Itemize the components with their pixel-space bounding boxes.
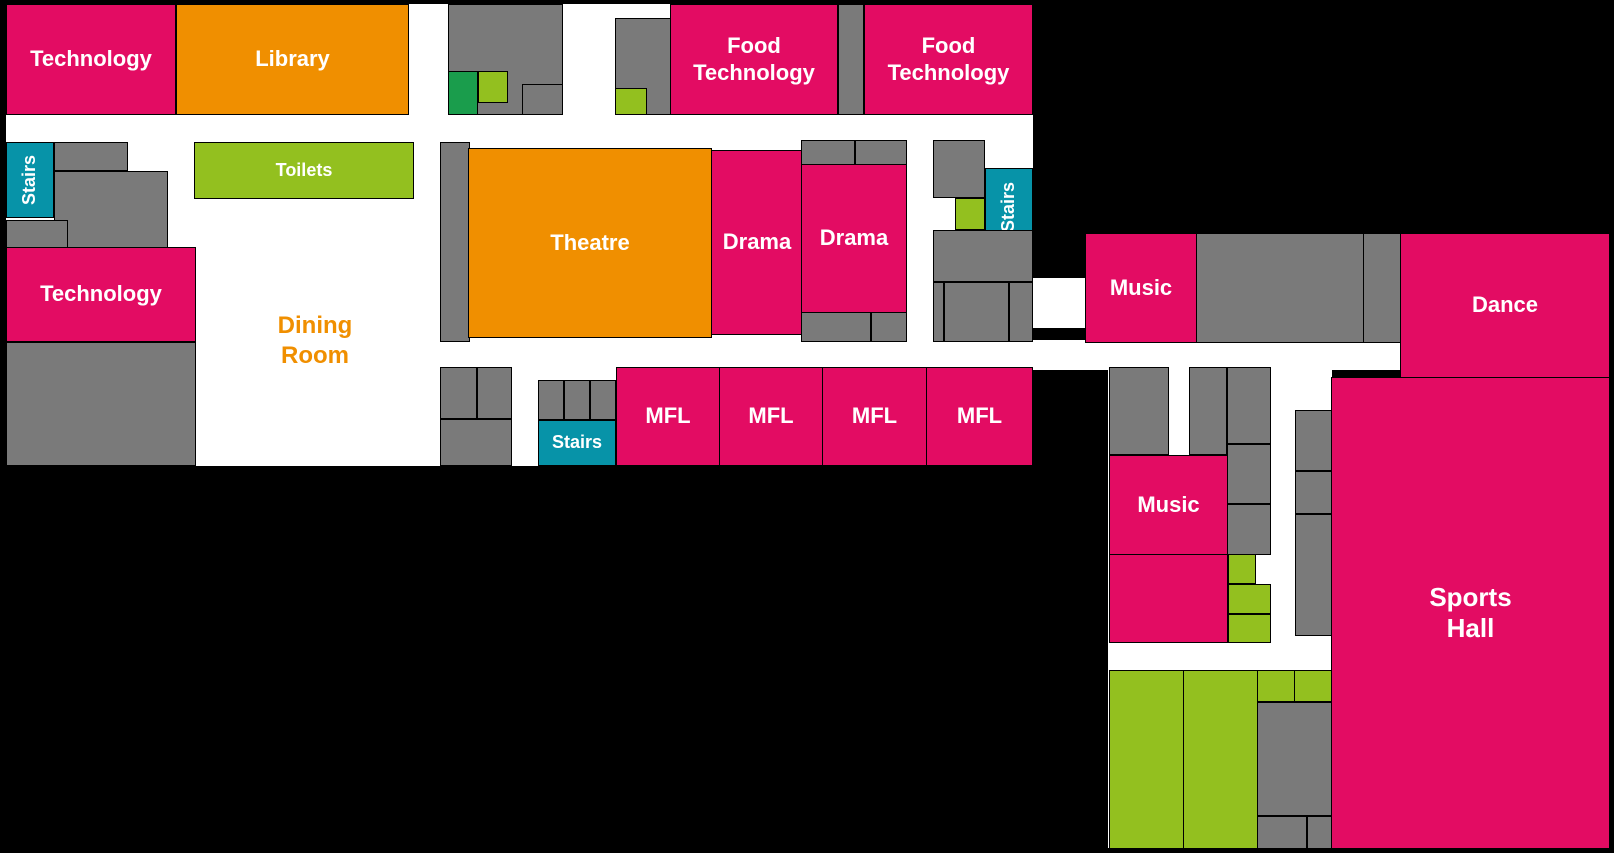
toilet-cubicle [1228, 614, 1271, 643]
room-drama-1[interactable]: Drama [711, 150, 803, 335]
service-room [933, 230, 1033, 282]
divider [589, 380, 591, 420]
room-dance[interactable]: Dance [1400, 233, 1610, 378]
service-room [54, 142, 128, 171]
divider [1306, 815, 1308, 849]
toilet-cubicle [955, 198, 985, 230]
divider [440, 418, 512, 420]
toilet-cubicle [1257, 670, 1295, 702]
dining-room-label: Dining Room [277, 312, 353, 369]
service-room [6, 342, 196, 466]
room-music-practice[interactable] [1109, 554, 1228, 643]
room-music-1[interactable]: Music [1085, 233, 1197, 343]
service-room [838, 4, 864, 115]
divider [1257, 815, 1332, 817]
service-room [1189, 367, 1227, 455]
service-room [54, 171, 168, 248]
changing-room-1[interactable] [1109, 670, 1184, 849]
divider [870, 312, 872, 342]
room-music-2[interactable]: Music [1109, 455, 1228, 555]
corridor-link [1033, 278, 1093, 328]
room-food-technology-2[interactable]: Food Technology [864, 4, 1033, 115]
service-room [522, 84, 563, 115]
room-mfl-2[interactable]: MFL [719, 367, 823, 466]
service-room [933, 282, 1033, 342]
room-library[interactable]: Library [176, 4, 409, 115]
room-theatre[interactable]: Theatre [468, 148, 712, 338]
room-drama-2[interactable]: Drama [801, 164, 907, 313]
divider [476, 367, 478, 419]
divider [1227, 443, 1271, 445]
service-room [933, 140, 985, 198]
divider [1008, 282, 1010, 342]
service-room [440, 142, 470, 342]
service-room [1227, 367, 1271, 555]
divider [1295, 470, 1332, 472]
service-room [1257, 702, 1332, 849]
toilet-cubicle [448, 71, 478, 115]
toilet-cubicle [478, 71, 508, 103]
divider [943, 282, 945, 342]
stairs-right-label: Stairs [998, 181, 1019, 233]
east-corridor [1033, 340, 1408, 370]
room-mfl-1[interactable]: MFL [616, 367, 720, 466]
changing-room-2[interactable] [1183, 670, 1258, 849]
stairs-left-label: Stairs [19, 154, 40, 206]
toilet-cubicle [1228, 554, 1256, 584]
divider [1227, 503, 1271, 505]
divider [1295, 513, 1332, 515]
stairs-left[interactable]: Stairs [6, 142, 54, 218]
service-room [6, 220, 68, 248]
room-sports-hall[interactable]: Sports Hall [1331, 377, 1610, 849]
room-food-technology-1[interactable]: Food Technology [670, 4, 838, 115]
toilet-cubicle [615, 88, 647, 115]
service-room [1363, 233, 1401, 343]
room-technology-1[interactable]: Technology [6, 4, 176, 115]
service-room [1109, 367, 1169, 455]
service-room [801, 312, 907, 342]
toilet-cubicle [1228, 584, 1271, 614]
divider [563, 380, 565, 420]
room-mfl-3[interactable]: MFL [822, 367, 927, 466]
service-room [538, 380, 616, 420]
room-technology-2[interactable]: Technology [6, 247, 196, 342]
stairs-bottom[interactable]: Stairs [538, 420, 616, 466]
toilet-cubicle [1294, 670, 1332, 702]
divider [854, 140, 856, 165]
room-mfl-4[interactable]: MFL [926, 367, 1033, 466]
service-room [1295, 410, 1332, 636]
room-toilets[interactable]: Toilets [194, 142, 414, 199]
service-room [1196, 233, 1364, 343]
